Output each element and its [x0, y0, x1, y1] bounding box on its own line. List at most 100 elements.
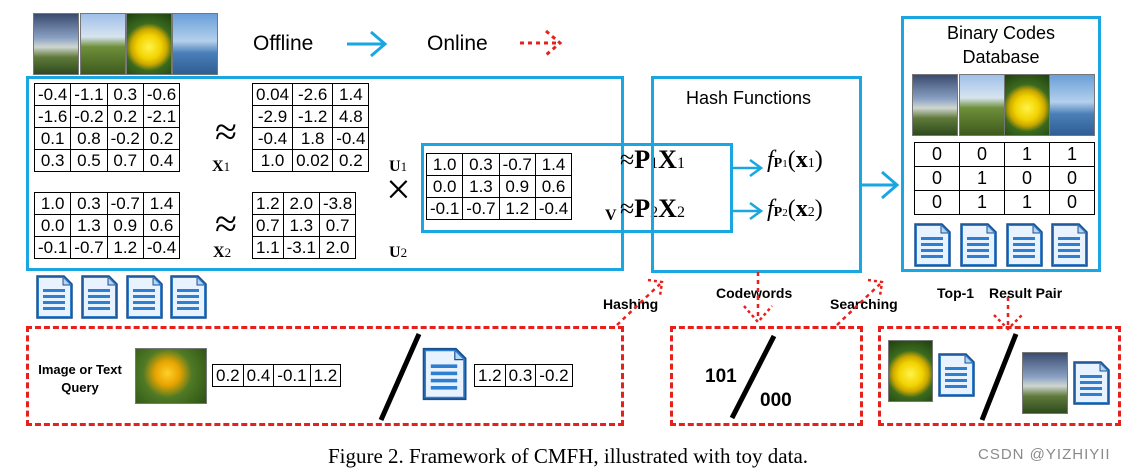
field-image	[80, 13, 126, 75]
matrix-cell: 1.2	[498, 197, 536, 220]
matrix-cell: 0.7	[106, 149, 144, 172]
watermark: CSDN @YIZHIYII	[978, 446, 1111, 463]
v-matrix-box	[421, 143, 733, 233]
matrix-cell: 0.1	[33, 127, 72, 150]
matrix-cell: 1.2	[309, 364, 342, 387]
codewords-box	[670, 326, 863, 426]
legend-online-label: Online	[427, 32, 488, 55]
document-icon	[912, 222, 952, 268]
result-document-icon	[936, 352, 976, 398]
query-document-icon	[420, 346, 468, 402]
f2-expression: fP2(x2)	[767, 196, 823, 222]
matrix-cell: 0	[959, 142, 1005, 167]
matrix-cell: 0.4	[242, 364, 275, 387]
matrix-cell: -0.1	[33, 236, 72, 259]
matrix-cell: 1.4	[332, 83, 370, 106]
db-field-image	[959, 74, 1005, 136]
matrix-cell: 1.3	[70, 214, 108, 237]
matrix-cell: 0	[914, 190, 960, 215]
matrix-cell: -2.9	[251, 105, 294, 128]
x2-label: X2	[213, 244, 232, 261]
document-icon	[1004, 222, 1044, 268]
matrix-cell: 1.3	[462, 175, 500, 198]
matrix-cell: 0	[1049, 166, 1095, 191]
arrow-to-f1-icon	[730, 158, 764, 178]
matrix-cell: -0.7	[498, 153, 536, 176]
matrix-cell: 1	[1049, 142, 1095, 167]
result-flower-image	[888, 340, 933, 402]
db-egret-image	[1049, 74, 1095, 136]
codeword-bottom: 000	[760, 390, 792, 411]
matrix-cell: 0.7	[252, 214, 284, 237]
matrix-cell: 0	[1004, 166, 1050, 191]
result-pair-box	[878, 326, 1121, 426]
matrix-cell: 2.0	[282, 192, 320, 215]
f1-expression: fP1(x1)	[767, 147, 823, 173]
x1-label: X1	[212, 158, 231, 175]
egret-image	[172, 13, 218, 75]
matrix-cell: -0.2	[535, 364, 573, 387]
matrix-cell: -3.1	[282, 236, 320, 259]
matrix-cell: 0.6	[142, 214, 181, 237]
matrix-cell: -0.7	[70, 236, 108, 259]
approx-symbol-2: ≈	[215, 201, 237, 246]
matrix-cell: 1.1	[252, 236, 284, 259]
offline-arrow-icon	[347, 30, 388, 58]
matrix-cell: 0.3	[70, 192, 108, 215]
matrix-cell: 1.3	[282, 214, 320, 237]
matrix-cell: 1	[959, 190, 1005, 215]
searching-arrow-icon	[836, 278, 884, 326]
matrix-cell: -1.1	[70, 83, 108, 106]
result-divider-slash	[979, 333, 1019, 421]
document-icon	[79, 274, 119, 320]
legend-offline-label: Offline	[253, 32, 314, 55]
query-divider-slash	[378, 332, 422, 422]
matrix-cell: 1.2	[252, 192, 284, 215]
document-icon	[1049, 222, 1089, 268]
matrix-cell: 1.2	[474, 364, 506, 387]
searching-label: Searching	[830, 296, 898, 312]
matrix-cell: -0.4	[251, 127, 294, 150]
matrix-cell: 0	[914, 142, 960, 167]
matrix-cell: -0.6	[142, 83, 181, 106]
matrix-cell: 0.9	[106, 214, 144, 237]
matrix-cell: 0.3	[33, 149, 72, 172]
database-title-line1: Binary Codes	[946, 23, 1056, 43]
v-label: V	[605, 207, 617, 224]
hashing-arrow-icon	[616, 278, 664, 326]
matrix-cell: -0.7	[462, 197, 500, 220]
matrix-cell: 0.6	[534, 175, 573, 198]
matrix-cell: 0	[914, 166, 960, 191]
result-arrow-icon	[993, 297, 1023, 331]
hashing-label: Hashing	[603, 296, 659, 312]
matrix-cell: -1.6	[33, 105, 72, 128]
matrix-cell: 0.3	[504, 364, 537, 387]
document-icon	[124, 274, 164, 320]
codewords-label: Codewords	[716, 285, 793, 301]
matrix-cell: -0.4	[332, 127, 370, 150]
matrix-cell: 2.0	[318, 236, 357, 259]
matrix-cell: 1.8	[292, 127, 334, 150]
p2x2-expression: ≈P2X2	[620, 194, 685, 223]
matrix-cell: 0.7	[318, 214, 357, 237]
matrix-cell: 1	[1004, 190, 1050, 215]
codeword-top: 101	[705, 366, 737, 387]
matrix-cell: -0.4	[33, 83, 72, 106]
matrix-cell: 0.3	[462, 153, 500, 176]
matrix-cell: -1.2	[292, 105, 334, 128]
query-flower-image	[135, 348, 207, 404]
matrix-cell: 0.04	[251, 83, 294, 106]
matrix-cell: 0.5	[70, 149, 108, 172]
document-icon	[958, 222, 998, 268]
matrix-cell: 0.2	[332, 149, 370, 172]
document-icon	[168, 274, 208, 320]
top1-label: Top-1	[937, 285, 975, 301]
document-icon	[34, 274, 74, 320]
p1x1-expression: ≈P1X1	[620, 145, 685, 174]
query-label-line1: Image or Text	[38, 362, 122, 377]
swan-image	[33, 13, 79, 75]
